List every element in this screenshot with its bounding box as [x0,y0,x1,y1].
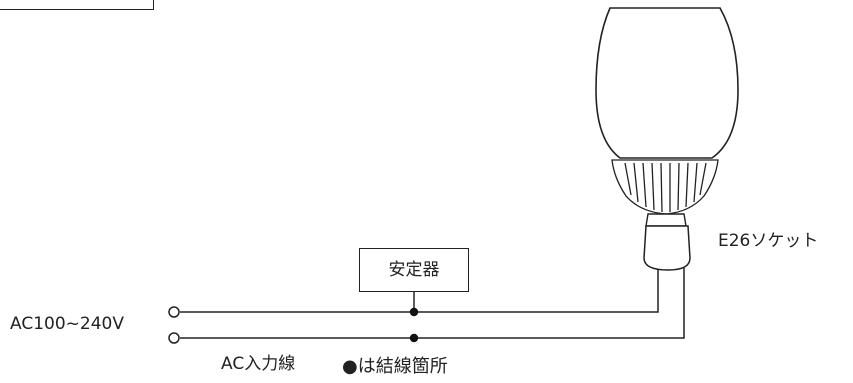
splice-dot-bottom [409,333,419,343]
ac-wires [180,268,685,339]
splice-legend: ●は結線箇所 [342,356,448,377]
bulb-neck [645,213,687,227]
input-line-label: AC入力線 [221,354,296,374]
ballast-box: 安定器 [359,248,469,292]
voltage-label: AC100~240V [10,314,124,334]
socket-label: E26ソケット [718,231,819,251]
terminal-bottom [168,332,180,344]
ballast-label: 安定器 [388,259,440,280]
splice-dot-top [409,307,419,317]
bulb-dome [595,7,739,159]
e26-socket [643,225,691,271]
terminal-top [168,306,180,318]
corner-frame [0,0,154,10]
bulb-heatsink [611,159,719,215]
